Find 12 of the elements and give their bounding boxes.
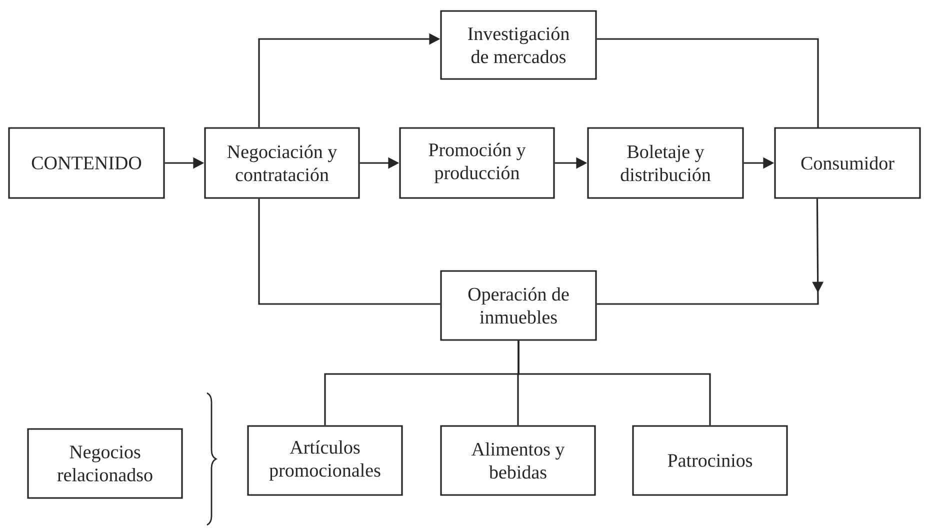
process-box: Operación de inmuebles <box>440 270 597 341</box>
process-box: Alimentos y bebidas <box>440 425 596 496</box>
process-box: CONTENIDO <box>8 127 165 199</box>
process-box: Promoción y producción <box>399 127 555 199</box>
process-box: Negociación y contratación <box>204 127 360 199</box>
process-box: Patrocinios <box>632 425 788 496</box>
process-box: Boletaje y distribución <box>587 127 744 199</box>
arrow <box>596 198 824 305</box>
side-box: Negocios relacionadso <box>27 428 183 499</box>
process-box: Investigación de mercados <box>440 10 597 80</box>
process-box: Consumidor <box>774 127 921 199</box>
process-box: Artículos promocionales <box>247 425 403 496</box>
